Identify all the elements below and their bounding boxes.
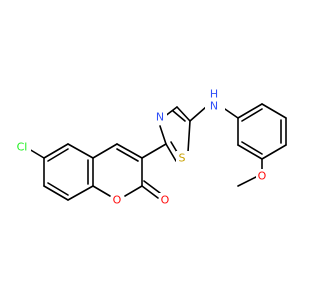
bond	[116, 143, 143, 159]
atom-thiazole-sulfur: S	[176, 151, 189, 165]
molecule-structure-diagram: Cl O O N S H N O	[13, 87, 287, 207]
bond	[261, 144, 287, 160]
atom-label: Cl	[17, 141, 28, 154]
atom-thiazole-nitrogen: N	[154, 110, 167, 124]
bond	[43, 143, 69, 159]
bond	[141, 185, 159, 199]
bond	[143, 180, 161, 194]
atom-carbonyl-oxygen: O	[159, 193, 172, 207]
atom-methoxy-oxygen: O	[256, 169, 269, 183]
atom-label: N	[210, 100, 218, 113]
bond	[67, 185, 94, 201]
bond	[141, 143, 167, 159]
bond	[189, 106, 207, 122]
bond	[165, 143, 177, 162]
atom-label: O	[258, 170, 267, 183]
bond	[176, 106, 191, 122]
atom-ring-oxygen: O	[111, 193, 124, 207]
bond	[159, 125, 167, 145]
bond	[67, 143, 94, 159]
bond	[124, 185, 143, 197]
atom-chlorine: Cl	[13, 140, 31, 154]
bond	[241, 108, 263, 122]
bond	[241, 141, 263, 155]
atom-label: H	[210, 88, 218, 101]
bond	[237, 103, 263, 119]
bond	[47, 182, 69, 196]
atom-amine-nh: H N	[205, 88, 225, 117]
bond	[237, 144, 263, 160]
atom-label: S	[179, 152, 186, 165]
bond	[261, 103, 287, 119]
bond	[43, 185, 69, 201]
bond	[28, 148, 45, 159]
bond	[237, 176, 257, 187]
bond	[172, 110, 186, 122]
atom-label: N	[156, 111, 164, 124]
atom-label: O	[113, 194, 122, 207]
bond	[47, 148, 69, 162]
bond	[116, 148, 139, 162]
bond	[187, 120, 191, 153]
bond	[92, 185, 111, 197]
atom-label: O	[161, 194, 170, 207]
atom-layer: Cl O O N S H N O	[13, 88, 269, 207]
bond	[92, 143, 118, 159]
